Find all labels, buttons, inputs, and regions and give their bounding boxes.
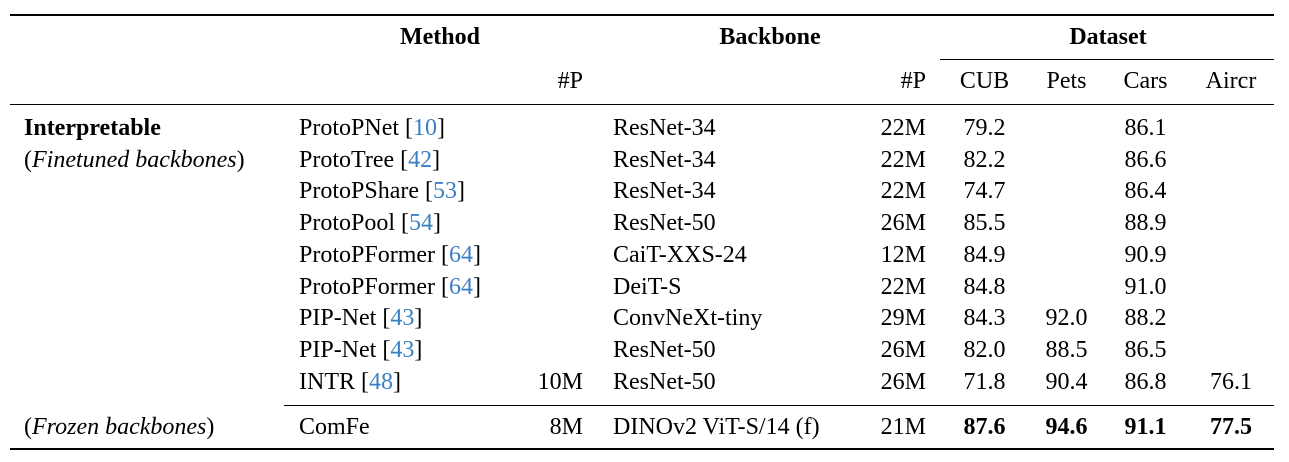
row-cub: 71.8: [963, 369, 1006, 395]
row-cub: 79.2: [963, 115, 1006, 141]
row-method-name: ProtoPFormer: [299, 242, 436, 268]
row-cars: 86.8: [1124, 369, 1167, 395]
comfe-cub: 87.6: [963, 414, 1006, 440]
row-cub: 84.3: [963, 305, 1006, 331]
frozen-group-text: Frozen backbones: [32, 414, 207, 440]
row-backbone-params: 26M: [880, 337, 926, 363]
row-pets: 88.5: [1045, 337, 1088, 363]
row-backbone-params: 12M: [880, 242, 926, 268]
frozen-group-label: (Frozen backbones): [24, 414, 215, 440]
row-pets: 90.4: [1045, 369, 1088, 395]
row-backbone-params: 29M: [880, 305, 926, 331]
bottom-rule: [10, 448, 1274, 450]
row-method-params: 10M: [537, 369, 583, 395]
dataset-col-header-cars: Cars: [1123, 68, 1168, 94]
row-method-name: ProtoPFormer: [299, 274, 436, 300]
row-backbone: CaiT-XXS-24: [613, 242, 747, 268]
row-cub: 82.2: [963, 147, 1006, 173]
row-cars: 90.9: [1124, 242, 1167, 268]
row-cub: 82.0: [963, 337, 1006, 363]
top-rule: [10, 14, 1274, 16]
interpretable-group-label: Interpretable: [24, 115, 161, 141]
row-cars: 91.0: [1124, 274, 1167, 300]
citation-link[interactable]: 42: [408, 147, 433, 173]
citation-link[interactable]: 54: [409, 210, 434, 236]
row-method: PIP-Net [43]: [299, 337, 423, 363]
row-backbone-params: 22M: [880, 147, 926, 173]
citation-link[interactable]: 43: [390, 305, 415, 331]
row-method: INTR [48]: [299, 369, 401, 395]
backbone-header: Backbone: [719, 24, 821, 50]
row-cars: 86.5: [1124, 337, 1167, 363]
row-cub: 85.5: [963, 210, 1006, 236]
row-method-name: INTR: [299, 369, 355, 395]
row-method: ProtoPool [54]: [299, 210, 442, 236]
row-cars: 86.4: [1124, 178, 1167, 204]
comfe-cars: 91.1: [1124, 414, 1167, 440]
row-backbone: ResNet-50: [613, 337, 716, 363]
row-method-name: PIP-Net: [299, 337, 377, 363]
row-method: ProtoPNet [10]: [299, 115, 446, 141]
row-backbone: ResNet-50: [613, 210, 716, 236]
row-method: ProtoPShare [53]: [299, 178, 465, 204]
row-method-name: ProtoPShare: [299, 178, 419, 204]
row-backbone: DeiT-S: [613, 274, 682, 300]
row-method: PIP-Net [43]: [299, 305, 423, 331]
row-method: ProtoPFormer [64]: [299, 242, 482, 268]
comfe-method: ComFe: [299, 414, 370, 440]
finetuned-group-label: (Finetuned backbones): [24, 147, 245, 173]
citation-link[interactable]: 48: [369, 369, 393, 395]
frozen-group-rule: [284, 405, 1274, 406]
row-aircr: 76.1: [1210, 369, 1252, 395]
row-cub: 84.9: [963, 242, 1006, 268]
row-method: ProtoTree [42]: [299, 147, 441, 173]
method-params-header: #P: [557, 68, 583, 94]
row-backbone-params: 26M: [880, 210, 926, 236]
comfe-backbone-params: 21M: [880, 414, 926, 440]
row-backbone-params: 22M: [880, 178, 926, 204]
row-method-name: ProtoTree: [299, 147, 395, 173]
row-backbone: ResNet-34: [613, 147, 716, 173]
row-cars: 88.2: [1124, 305, 1167, 331]
row-method-name: ProtoPNet: [299, 115, 400, 141]
row-backbone: ResNet-50: [613, 369, 716, 395]
comfe-aircr: 77.5: [1210, 414, 1252, 440]
row-method-name: PIP-Net: [299, 305, 377, 331]
dataset-header: Dataset: [1069, 24, 1147, 50]
row-method-name: ProtoPool: [299, 210, 396, 236]
dataset-col-header-cub: CUB: [959, 68, 1010, 94]
comfe-pets: 94.6: [1045, 414, 1088, 440]
row-cars: 86.1: [1124, 115, 1167, 141]
row-cars: 86.6: [1124, 147, 1167, 173]
citation-link[interactable]: 43: [390, 337, 415, 363]
dataset-underline: [940, 59, 1274, 60]
dataset-col-header-aircr: Aircr: [1205, 68, 1257, 94]
header-rule: [10, 104, 1274, 105]
row-backbone-params: 26M: [880, 369, 926, 395]
row-backbone: ConvNeXt-tiny: [613, 305, 763, 331]
row-method: ProtoPFormer [64]: [299, 274, 482, 300]
citation-link[interactable]: 64: [449, 242, 474, 268]
row-cars: 88.9: [1124, 210, 1167, 236]
citation-link[interactable]: 53: [433, 178, 457, 204]
backbone-params-header: #P: [900, 68, 926, 94]
row-cub: 84.8: [963, 274, 1006, 300]
row-backbone: ResNet-34: [613, 115, 716, 141]
row-cub: 74.7: [963, 178, 1006, 204]
citation-link[interactable]: 10: [413, 115, 438, 141]
method-header: Method: [400, 24, 480, 50]
row-backbone-params: 22M: [880, 115, 926, 141]
comfe-backbone: DINOv2 ViT-S/14 (f): [613, 414, 820, 440]
comfe-method-params: 8M: [549, 414, 583, 440]
row-backbone-params: 22M: [880, 274, 926, 300]
citation-link[interactable]: 64: [449, 274, 474, 300]
row-pets: 92.0: [1045, 305, 1088, 331]
finetuned-group-text: Finetuned backbones: [32, 147, 237, 173]
dataset-col-header-pets: Pets: [1046, 68, 1087, 94]
row-backbone: ResNet-34: [613, 178, 716, 204]
